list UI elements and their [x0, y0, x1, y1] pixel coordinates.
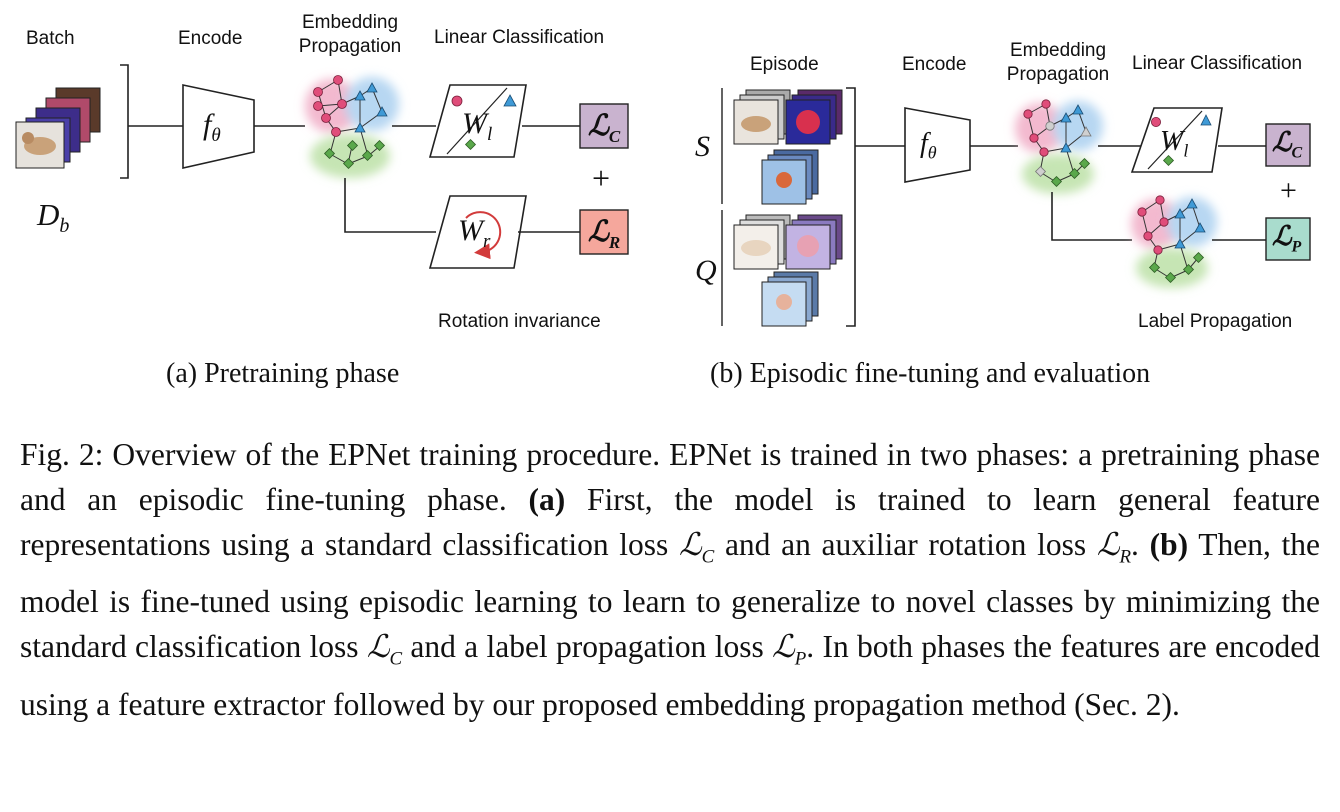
query-images [733, 214, 843, 327]
encoder-symbol-b: fθ [920, 128, 937, 163]
batch-bracket [120, 64, 129, 179]
batch-image-stack [15, 87, 101, 169]
label-propagation-label: Label Propagation [1138, 311, 1293, 332]
rotation-label: Rotation invariance [438, 311, 601, 332]
loss-p-box [1265, 217, 1311, 261]
loss-r-label: ℒR [588, 216, 621, 252]
wl-symbol-b: Wl [1160, 126, 1189, 161]
figure: Batch Encode Embedding Propagation Linea… [0, 0, 1340, 400]
subcaption-b: (b) Episodic fine-tuning and evaluation [710, 358, 1151, 389]
embedding-graph-a [305, 75, 399, 178]
embedding-graph-b [1015, 99, 1103, 194]
support-set-symbol: S [695, 130, 710, 163]
embedding-label-b-line2: Propagation [1006, 64, 1110, 85]
caption-loss-p: ℒP [772, 629, 807, 670]
plus-a: + [592, 160, 611, 196]
encode-label-b: Encode [902, 54, 967, 75]
linear-label-a: Linear Classification [434, 27, 605, 48]
query-set-symbol: Q [695, 254, 717, 287]
encoder-symbol-a: fθ [203, 108, 221, 146]
embedding-label-b-line1: Embedding [1009, 40, 1107, 61]
figure-caption: Fig. 2: Overview of the EPNet training p… [20, 437, 1321, 722]
wl-symbol-a: Wl [462, 107, 493, 145]
embedding-label-a-line2: Propagation [298, 36, 402, 57]
caption-fig-label: Fig. 2: [20, 437, 104, 472]
batch-label: Batch [26, 28, 75, 49]
loss-c-box-a [579, 103, 629, 149]
loss-c-label-b: ℒC [1272, 127, 1303, 162]
rotation-arrow-icon [465, 211, 502, 260]
caption-loss-c-2: ℒC [366, 629, 403, 670]
encoder-a [182, 84, 255, 170]
rotation-classifier [428, 195, 527, 269]
loss-c-label-a: ℒC [588, 110, 621, 146]
loss-p-label: ℒP [1272, 221, 1302, 256]
caption-b-marker: (b) [1149, 527, 1189, 562]
wr-symbol: Wr [458, 214, 491, 252]
caption-loss-c: ℒC [678, 527, 715, 568]
episode-bracket [846, 87, 856, 327]
label-propagation-graph [1131, 195, 1217, 288]
caption-a-marker: (a) [528, 482, 566, 517]
encoder-b [904, 107, 971, 183]
episode-label: Episode [750, 54, 819, 75]
linear-label-b: Linear Classification [1132, 53, 1303, 74]
db-symbol: Db [37, 197, 70, 238]
figure-diagram [15, 64, 1311, 327]
caption-loss-r: ℒR [1096, 527, 1132, 568]
loss-c-box-b [1265, 123, 1311, 167]
support-images [733, 89, 843, 205]
embedding-label-a-line1: Embedding [301, 12, 399, 33]
encode-label-a: Encode [178, 28, 243, 49]
plus-b: + [1280, 174, 1297, 207]
subcaption-a: (a) Pretraining phase [166, 358, 400, 389]
loss-r-box [579, 209, 629, 255]
